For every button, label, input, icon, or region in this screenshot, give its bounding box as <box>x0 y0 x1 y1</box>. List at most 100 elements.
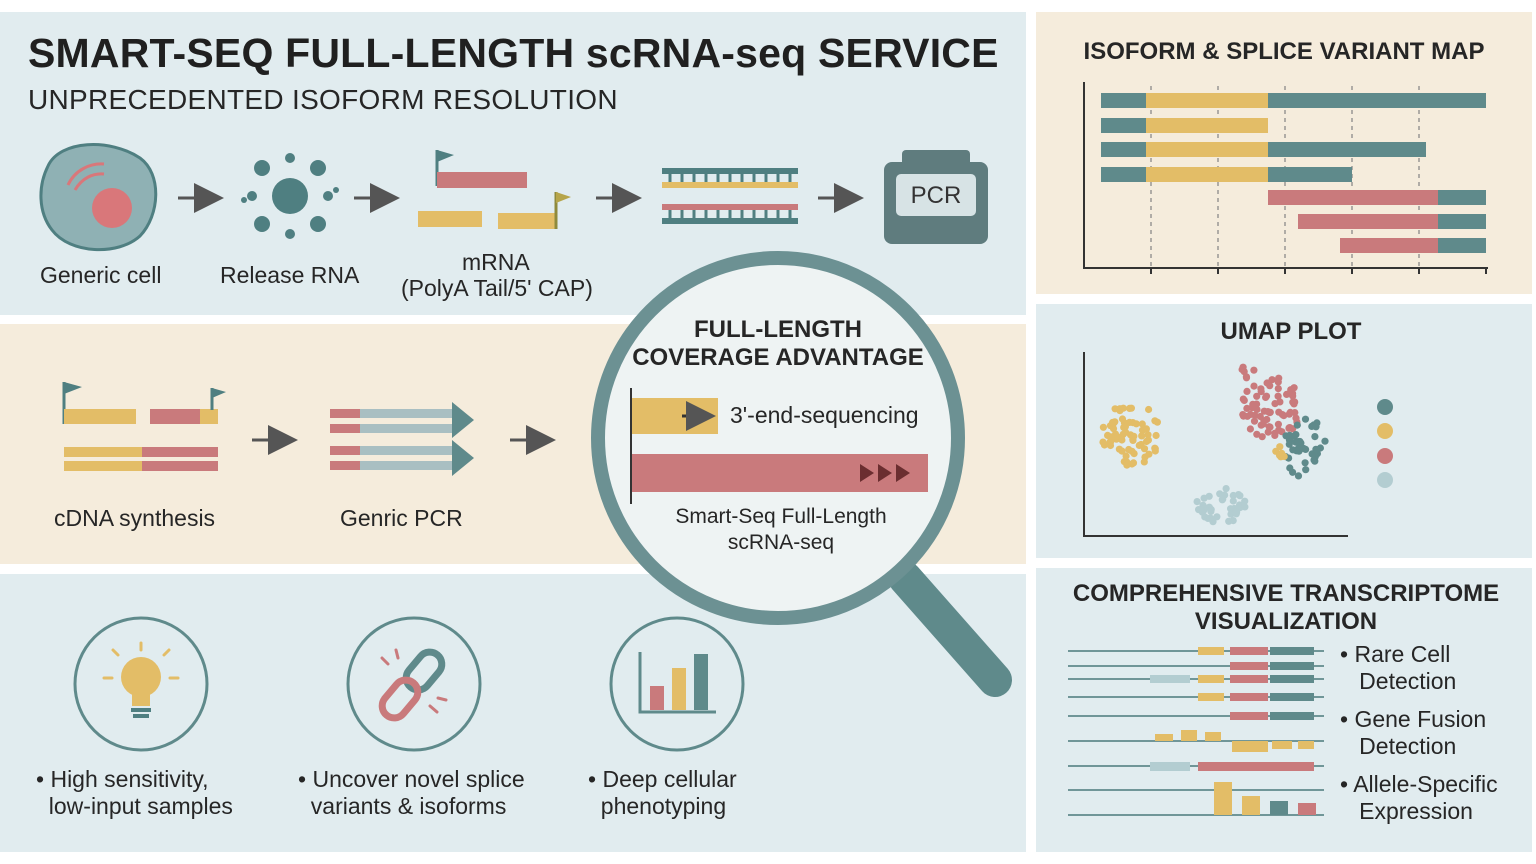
umap-point <box>1119 430 1127 438</box>
umap-point <box>1241 497 1249 505</box>
umap-point <box>1264 428 1272 436</box>
feature-splice-line1: Uncover novel splice <box>312 766 525 792</box>
umap-point <box>1242 373 1250 381</box>
umap-point <box>1253 400 1261 408</box>
bullet-allele-line1: Allele-Specific <box>1353 771 1498 797</box>
umap-point <box>1286 408 1294 416</box>
umap-point <box>1206 514 1214 522</box>
umap-chart <box>1083 352 1393 537</box>
short-read-label: 3'-end-sequencing <box>730 402 919 428</box>
umap-point <box>1122 452 1130 460</box>
umap-point <box>1274 420 1282 428</box>
umap-point <box>1129 459 1138 467</box>
umap-point <box>1253 392 1261 400</box>
umap-point <box>1311 433 1319 441</box>
umap-point <box>1265 423 1273 431</box>
pcr-arrows-icon <box>330 402 474 476</box>
umap-point <box>1289 446 1297 454</box>
pcr-machine-label: PCR <box>910 182 962 209</box>
cell-icon <box>39 143 158 252</box>
umap-point <box>1302 445 1310 453</box>
umap-point <box>1241 503 1249 511</box>
umap-point <box>1289 392 1297 400</box>
umap-point <box>1233 508 1241 516</box>
isoform-map-chart <box>1083 82 1488 274</box>
bullet-gene-fusion: • Gene Fusion Detection <box>1340 706 1487 759</box>
full-length-label-line2: scRNA-seq <box>727 531 835 554</box>
umap-point <box>1213 513 1221 521</box>
bullet-allele-specific: • Allele-Specific Expression <box>1340 771 1498 824</box>
umap-point <box>1253 405 1261 414</box>
umap-point <box>1292 431 1300 439</box>
umap-point <box>1262 392 1271 400</box>
transcriptome-title-line1: COMPREHENSIVE TRANSCRIPTOME <box>1072 580 1500 607</box>
broken-link-icon <box>346 616 482 752</box>
umap-point <box>1201 513 1209 521</box>
umap-point <box>1258 433 1266 441</box>
umap-point <box>1301 415 1310 423</box>
umap-point <box>1138 432 1146 440</box>
bullet-gene-fusion-line1: Gene Fusion <box>1354 706 1487 732</box>
umap-point <box>1108 418 1117 427</box>
umap-point <box>1120 423 1128 431</box>
features-panel <box>0 574 1026 852</box>
umap-point <box>1193 498 1201 506</box>
umap-point <box>1274 378 1282 386</box>
coverage-bars <box>630 388 928 504</box>
umap-point <box>1274 392 1282 400</box>
page-title: SMART-SEQ FULL-LENGTH scRNA-seq SERVICE <box>28 30 999 76</box>
bullet-gene-fusion-line2: Detection <box>1359 733 1457 759</box>
umap-point <box>1301 459 1309 467</box>
umap-point <box>1266 382 1274 390</box>
umap-point <box>1142 437 1151 446</box>
umap-point <box>1118 436 1126 444</box>
umap-point <box>1280 412 1288 420</box>
umap-point <box>1293 421 1301 429</box>
bullet-rare-cell-line1: Rare Cell <box>1354 641 1451 667</box>
umap-point <box>1312 445 1320 453</box>
umap-point <box>1246 410 1255 419</box>
step-label-generic-pcr: Genric PCR <box>340 505 463 531</box>
feature-phenotyping-line1: Deep cellular <box>602 766 737 792</box>
lightbulb-icon <box>73 616 209 752</box>
step-label-generic-cell: Generic cell <box>40 262 162 288</box>
bullet-allele-line2: Expression <box>1359 798 1473 824</box>
step-sublabel-mrna: (PolyA Tail/5' CAP) <box>401 275 593 301</box>
umap-point <box>1118 415 1127 423</box>
umap-point <box>1107 433 1115 441</box>
step-label-mrna: mRNA <box>462 249 530 275</box>
umap-point <box>1271 400 1279 408</box>
umap-point <box>1312 423 1320 431</box>
umap-point <box>1129 419 1137 427</box>
transcriptome-title-line2: VISUALIZATION <box>1194 608 1378 635</box>
umap-point <box>1111 405 1119 413</box>
umap-point <box>1126 431 1135 439</box>
umap-point <box>1321 437 1329 445</box>
umap-point <box>1236 492 1244 500</box>
umap-point <box>1207 507 1215 515</box>
umap-point <box>1274 385 1282 393</box>
umap-point <box>1294 438 1302 446</box>
umap-point <box>1152 431 1160 440</box>
umap-point <box>1239 363 1247 371</box>
umap-point <box>1291 398 1299 406</box>
umap-point <box>1276 443 1284 451</box>
umap-point <box>1229 491 1237 500</box>
umap-point <box>1219 495 1227 503</box>
umap-point <box>1289 468 1297 476</box>
magnifier-title-line2: COVERAGE ADVANTAGE <box>632 344 924 371</box>
umap-point <box>1138 420 1146 428</box>
step-label-release-rna: Release RNA <box>220 262 360 288</box>
umap-point <box>1229 517 1237 525</box>
umap-point <box>1294 444 1302 453</box>
umap-point <box>1123 461 1131 469</box>
pcr-machine-icon <box>884 150 988 244</box>
umap-point <box>1126 404 1134 412</box>
feature-splice-variants: • Uncover novel splice variants & isofor… <box>298 766 525 819</box>
umap-point <box>1144 431 1152 439</box>
umap-point <box>1118 447 1126 455</box>
umap-point <box>1280 452 1288 461</box>
umap-point <box>1151 447 1159 455</box>
feature-sensitivity-line2: low-input samples <box>48 793 233 819</box>
umap-point <box>1145 405 1153 414</box>
